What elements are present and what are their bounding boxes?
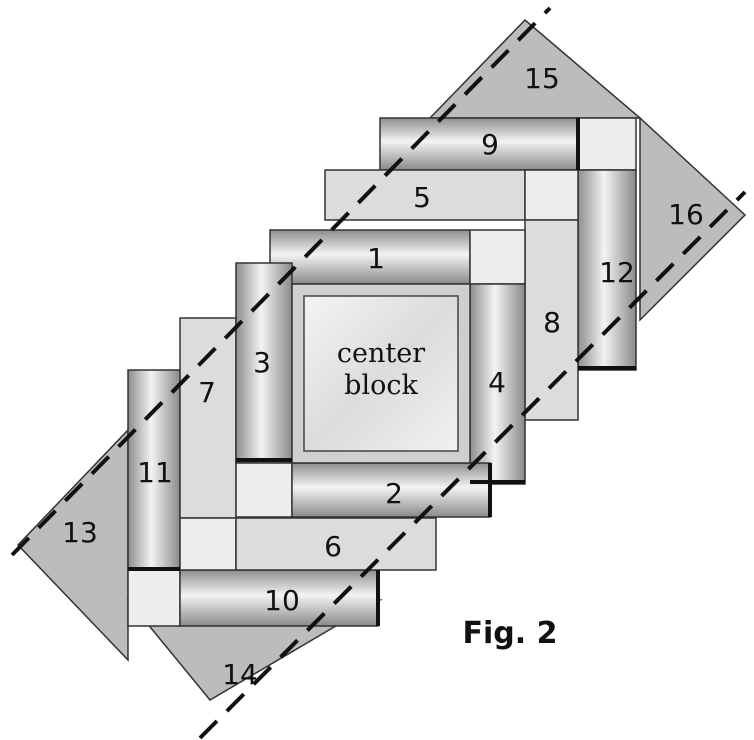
cornerstone-1-4 — [469, 229, 526, 285]
piece-label-11: 11 — [137, 456, 173, 489]
strip-4 — [469, 283, 526, 485]
piece-label-4: 4 — [488, 366, 506, 399]
piece-label-13: 13 — [62, 516, 98, 549]
figure-caption: Fig. 2 — [463, 616, 558, 651]
strip-6 — [235, 517, 437, 571]
center-block — [303, 295, 459, 452]
strip-9 — [379, 117, 579, 171]
piece-label-12: 12 — [599, 256, 635, 289]
piece-label-6: 6 — [324, 530, 342, 563]
piece-label-2: 2 — [385, 477, 403, 510]
piece-label-8: 8 — [543, 306, 561, 339]
piece-label-7: 7 — [198, 376, 216, 409]
cut-line-lower — [198, 190, 747, 740]
piece-label-16: 16 — [668, 198, 704, 231]
piece-label-10: 10 — [264, 584, 300, 617]
cornerstone-bottom-left — [127, 569, 181, 627]
strip-5 — [324, 169, 526, 221]
piece-label-15: 15 — [524, 62, 560, 95]
strip-7 — [179, 317, 237, 519]
cornerstone-7-6 — [179, 517, 237, 571]
cornerstone-top-right — [577, 117, 637, 171]
cut-line-upper — [10, 6, 552, 557]
center-block-label-line2: block — [344, 370, 418, 401]
piece-label-1: 1 — [367, 242, 385, 275]
center-block-label-line1: center — [337, 338, 425, 369]
cornerstone-5-8 — [524, 169, 579, 221]
strip-10 — [179, 569, 379, 627]
piece-label-9: 9 — [481, 128, 499, 161]
piece-label-14: 14 — [222, 658, 258, 691]
piece-label-5: 5 — [413, 181, 431, 214]
cornerstone-3-2 — [235, 462, 293, 518]
piece-label-3: 3 — [253, 346, 271, 379]
strip-11 — [127, 369, 181, 571]
strip-2 — [291, 462, 491, 518]
strip-3 — [235, 262, 293, 464]
